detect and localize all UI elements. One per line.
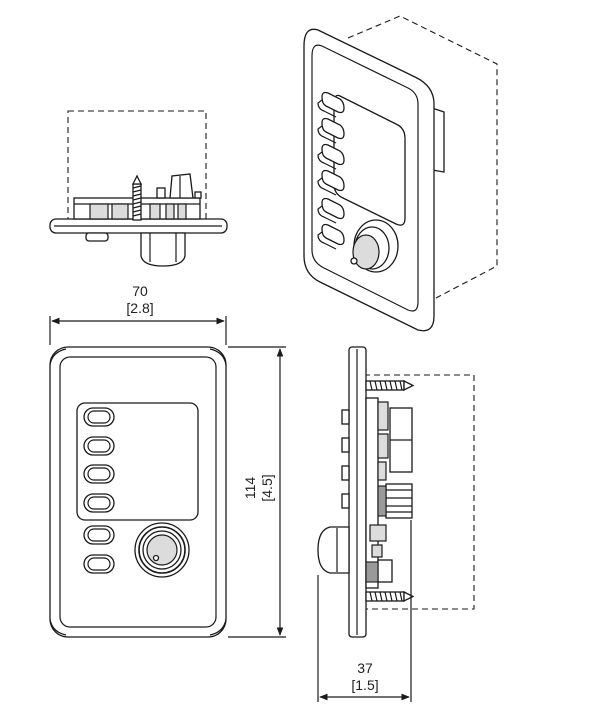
iso-buttons (317, 91, 345, 250)
iso-enclosure-outline (347, 15, 498, 299)
top-view-connector (169, 173, 194, 199)
side-connector (385, 483, 413, 519)
front-faceplate-inner (59, 356, 217, 628)
side-pcb (365, 397, 379, 589)
iso-knob (350, 219, 399, 273)
height-mm-label: 114 (242, 477, 258, 500)
height-inch-label: [4.5] (259, 474, 275, 501)
front-display-window (76, 402, 199, 521)
isometric-view (303, 15, 498, 332)
depth-inch-label: [1.5] (351, 677, 378, 693)
width-mm-label: 70 (132, 283, 148, 299)
top-view-knob (140, 232, 186, 267)
front-buttons (83, 407, 115, 574)
side-screw-bottom (365, 590, 415, 603)
front-knob (134, 522, 190, 578)
side-screw-top (365, 379, 415, 392)
top-view-button (85, 232, 109, 242)
width-inch-label: [2.8] (126, 300, 153, 316)
top-view (49, 110, 228, 267)
side-knob (317, 526, 350, 574)
top-view-screw (131, 174, 143, 221)
depth-mm-label: 37 (357, 660, 373, 676)
front-view: 70 [2.8] 114 [4.5] (49, 283, 286, 638)
side-view: 37 [1.5] (317, 346, 475, 702)
